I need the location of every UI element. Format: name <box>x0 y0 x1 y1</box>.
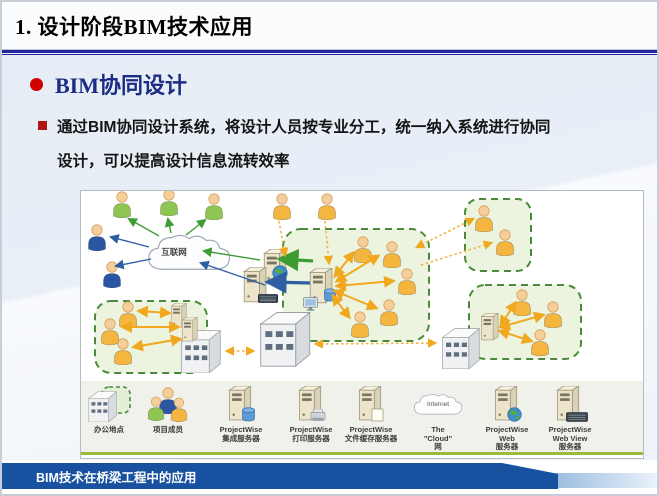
web-server-icon <box>475 385 539 423</box>
office-building-icon <box>83 385 135 423</box>
title-divider <box>2 49 657 55</box>
section-heading-row: BIM协同设计 <box>30 68 657 100</box>
bullet-square-icon <box>38 121 47 130</box>
body-text: 通过BIM协同设计系统，将设计人员按专业分工，统一纳入系统进行协同 设计，可以提… <box>57 111 550 179</box>
section-heading: BIM协同设计 <box>55 73 188 98</box>
person-icon <box>273 193 291 220</box>
server-icon <box>181 317 198 342</box>
person-icon <box>205 193 223 220</box>
network-diagram: 互联网 <box>80 190 644 459</box>
footer-accent: BIM技术在桥梁工程中的应用 <box>2 463 558 489</box>
footer-title: BIM技术在桥梁工程中的应用 <box>36 470 197 485</box>
team-icon <box>137 385 199 423</box>
workgroup-region-top-right <box>464 198 532 272</box>
server-icon <box>481 313 499 341</box>
file-cache-server-icon <box>339 385 403 423</box>
cloud-icon: Internet <box>407 385 469 423</box>
slide-content: BIM协同设计 通过BIM协同设计系统，将设计人员按专业分工，统一纳入系统进行协… <box>2 55 657 460</box>
internet-cloud: 互联网 <box>148 234 231 270</box>
person-icon <box>160 191 178 216</box>
body-line: 设计，可以提高设计信息流转效率 <box>57 153 290 170</box>
print-server-icon <box>279 385 343 423</box>
person-icon <box>88 224 106 251</box>
footer-bar: BIM技术在桥梁工程中的应用 <box>2 460 657 494</box>
page-title: 1. 设计阶段BIM技术应用 <box>15 14 253 39</box>
globe-icon <box>272 265 288 281</box>
bullet-dot-icon <box>30 77 43 91</box>
disk-icon <box>324 288 336 302</box>
person-icon <box>318 193 336 220</box>
internet-cloud-label: 互联网 <box>161 247 187 257</box>
legend-label: 项目成员 <box>153 425 183 434</box>
legend-label: 办公地点 <box>94 425 124 434</box>
title-bar: 1. 设计阶段BIM技术应用 <box>2 2 657 49</box>
legend-label: The"Cloud"网 <box>423 425 453 451</box>
building-icon <box>260 311 311 367</box>
webview-server-icon <box>537 385 603 423</box>
building-icon <box>442 328 480 369</box>
legend-item-office: 办公地点 <box>83 385 135 435</box>
diagram-canvas: 互联网 <box>88 191 582 374</box>
body-line: 通过BIM协同设计系统，将设计人员按专业分工，统一纳入系统进行协同 <box>57 119 551 136</box>
legend-item-members: 项目成员 <box>137 385 199 435</box>
legend-item-cloud: Internet The"Cloud"网 <box>407 385 469 452</box>
body-row: 通过BIM协同设计系统，将设计人员按专业分工，统一纳入系统进行协同 设计，可以提… <box>38 111 631 179</box>
integration-server-icon <box>209 385 273 423</box>
keyboard-icon <box>257 294 279 303</box>
svg-text:Internet: Internet <box>427 401 449 408</box>
connection-arrows <box>108 216 546 356</box>
person-icon <box>113 191 131 218</box>
legend: 办公地点 项目成员 <box>81 381 643 455</box>
